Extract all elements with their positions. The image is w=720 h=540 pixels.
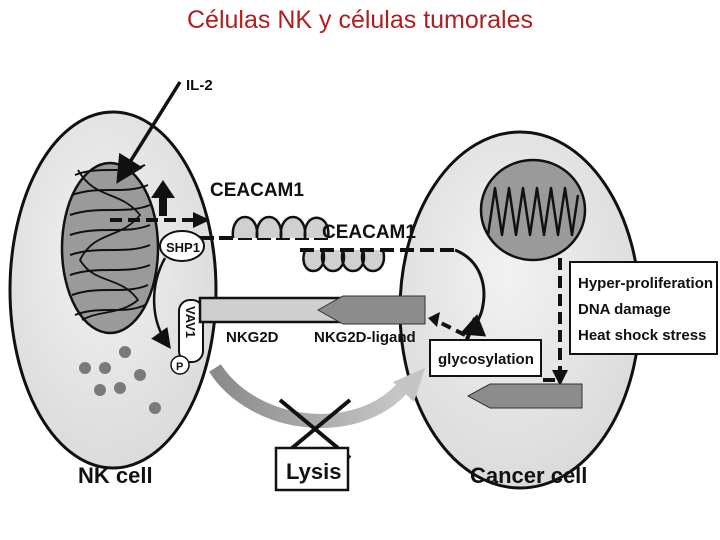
lysis-box: Lysis: [274, 446, 350, 492]
slide-title: Células NK y células tumorales: [187, 6, 533, 34]
lysis-label: Lysis: [286, 459, 341, 484]
phosphate-node: P: [170, 355, 190, 375]
granule: [79, 362, 91, 374]
glycosylation-label: glycosylation: [438, 351, 534, 368]
ceacam1-right-label: CEACAM1: [322, 222, 416, 243]
nkg2d-ligand-label: NKG2D-ligand: [314, 329, 416, 346]
ligand-expressed-icon: [466, 383, 583, 409]
granule: [119, 346, 131, 358]
phosphate-label: P: [176, 361, 183, 373]
vav1-node: VAV1: [178, 299, 204, 363]
shp1-node: SHP1: [159, 230, 205, 262]
stress-line-2: DNA damage: [578, 301, 671, 318]
granule: [134, 369, 146, 381]
nk-dna-strand: [69, 164, 151, 316]
il2-label: IL-2: [186, 77, 213, 94]
shp1-label: SHP1: [166, 240, 200, 255]
granule: [94, 384, 106, 396]
nkg2d-label: NKG2D: [226, 329, 279, 346]
nkg2d-ligand: [316, 295, 426, 325]
ceacam1-nk-receptor: [200, 215, 330, 240]
vav1-label: VAV1: [183, 306, 198, 338]
cancer-dna-zigzag: [486, 186, 580, 237]
granule: [99, 362, 111, 374]
stress-line-3: Heat shock stress: [578, 327, 706, 344]
ceacam1-cancer-molecule: [300, 248, 455, 273]
ceacam1-top-label: CEACAM1: [210, 180, 304, 201]
nk-cell: [8, 110, 218, 470]
glycosylation-box: glycosylation: [429, 339, 542, 377]
lysis-curved-arrow: [209, 363, 411, 428]
il2-arrow: [116, 81, 182, 184]
cancer-cell-label: Cancer cell: [470, 463, 587, 488]
stress-box: Hyper-proliferation DNA damage Heat shoc…: [569, 261, 718, 355]
stress-line-1: Hyper-proliferation: [578, 275, 713, 292]
nk-cell-label: NK cell: [78, 463, 153, 488]
granule: [149, 402, 161, 414]
upregulation-arrow-icon: [151, 180, 175, 216]
granule: [114, 382, 126, 394]
